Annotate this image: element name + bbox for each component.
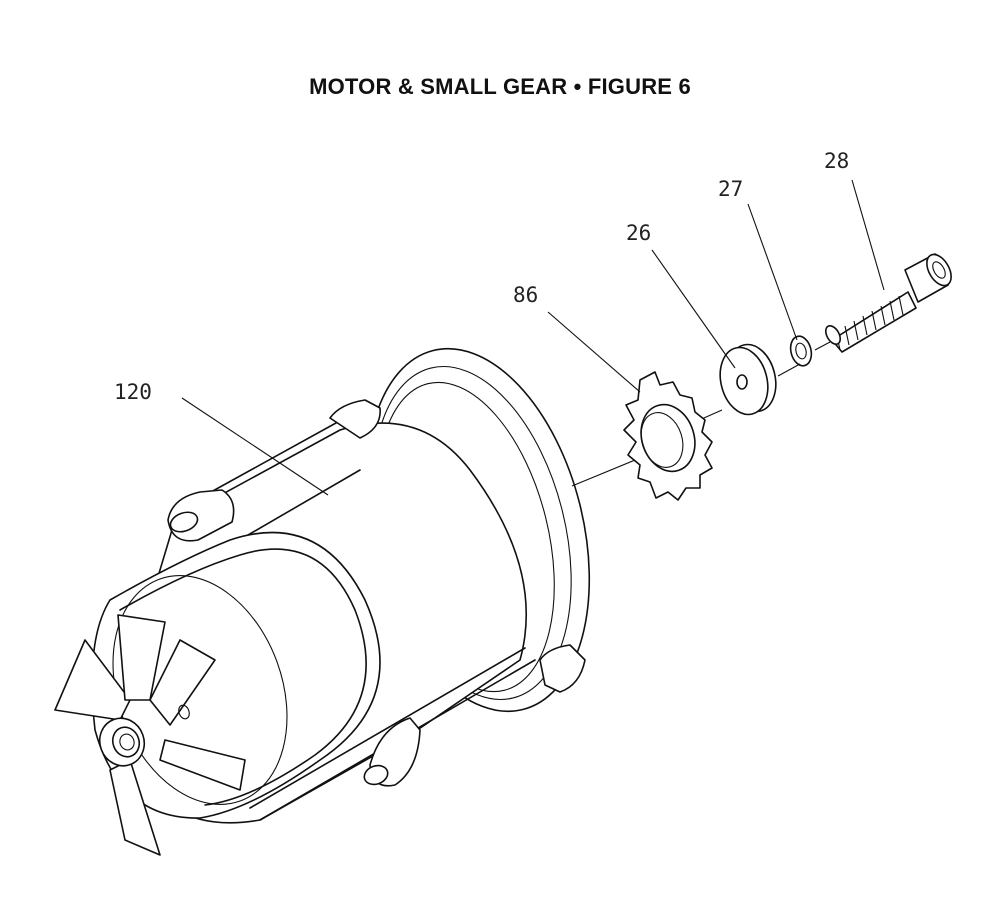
leader-line-27 xyxy=(747,203,798,341)
leader-line-86 xyxy=(547,311,641,393)
callout-28: 28 xyxy=(824,149,849,173)
shaft-axis-line xyxy=(571,341,831,487)
callout-120: 120 xyxy=(114,380,152,404)
flat-washer xyxy=(719,343,777,416)
callout-86: 86 xyxy=(513,283,538,307)
callout-26: 26 xyxy=(626,221,651,245)
lock-washer xyxy=(789,335,813,367)
callout-27: 27 xyxy=(718,177,743,201)
figure-title: MOTOR & SMALL GEAR • FIGURE 6 xyxy=(309,74,691,99)
leader-line-28 xyxy=(851,179,885,291)
socket-head-screw xyxy=(824,253,952,353)
leader-line-26 xyxy=(651,249,736,369)
small-gear xyxy=(623,371,713,501)
motor-assembly xyxy=(54,347,591,856)
leader-line-120 xyxy=(181,397,329,496)
